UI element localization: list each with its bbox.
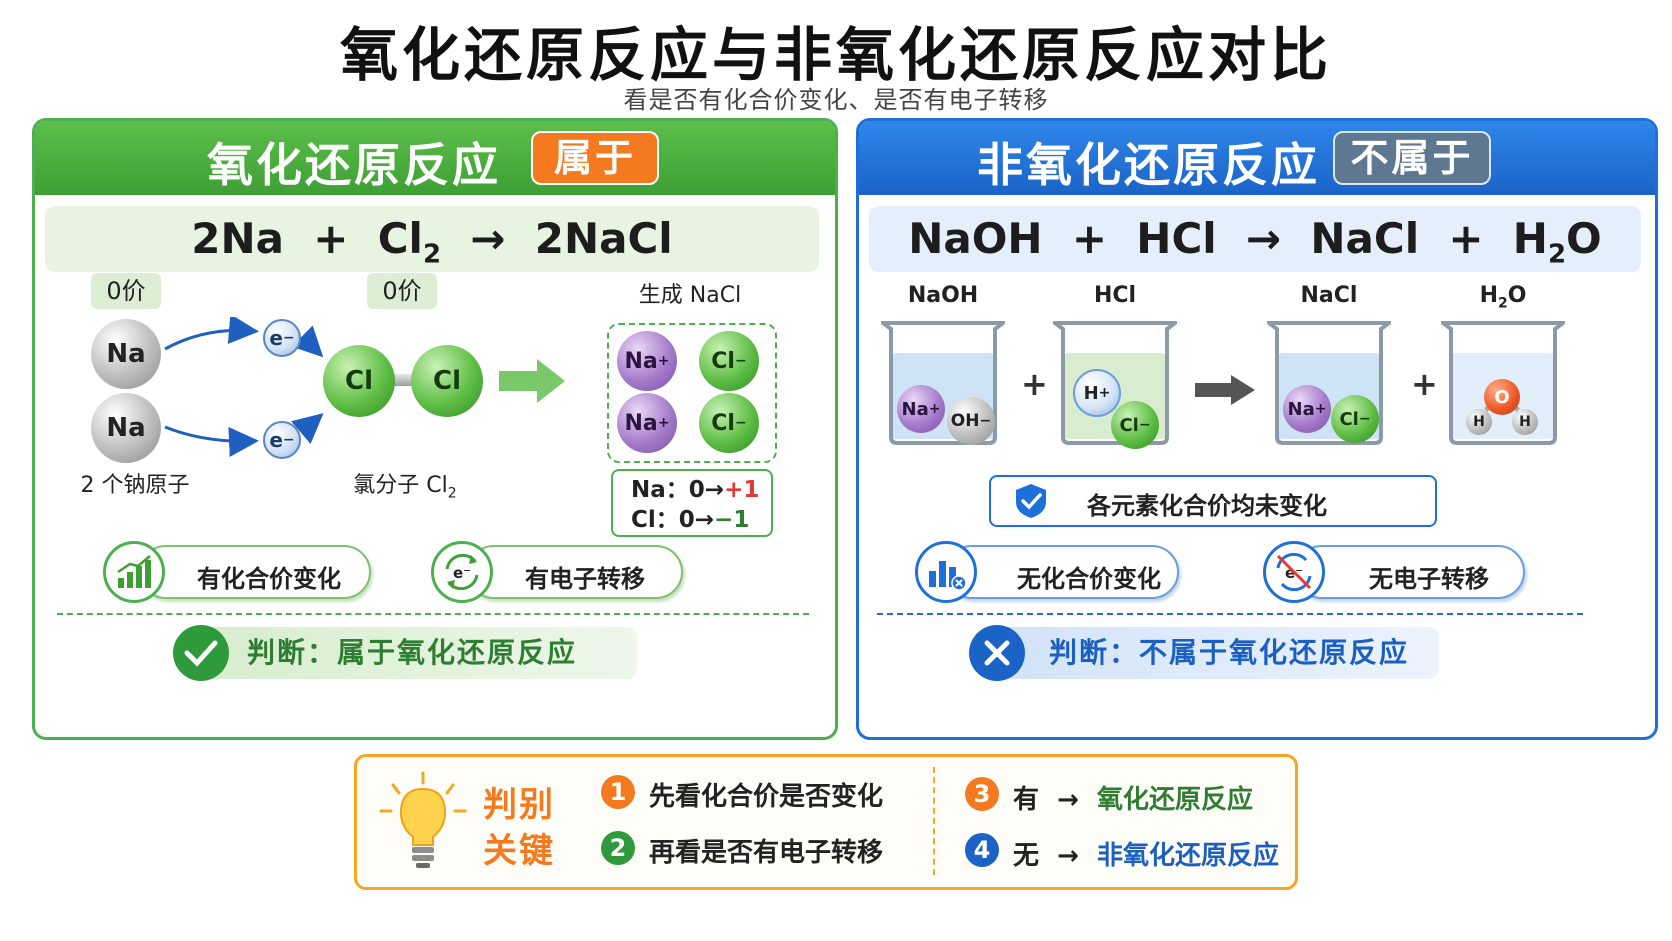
redox-panel-title: 氧化还原反应 xyxy=(207,138,501,192)
non-redox-panel-title: 非氧化还原反应 xyxy=(977,138,1320,192)
check-icon xyxy=(173,625,229,681)
valence-change-text: 有化合价变化 xyxy=(197,565,341,593)
hydrogen-atom-1: H xyxy=(1466,409,1492,435)
non-redox-verdict: 判断：不属于氧化还原反应 xyxy=(999,627,1439,679)
naoh-beaker-label: NaOH xyxy=(907,283,979,308)
step-1-text: 先看化合价是否变化 xyxy=(649,782,884,812)
hydrogen-atom-2: H xyxy=(1512,409,1538,435)
no-electron-transfer-text: 无电子转移 xyxy=(1369,565,1489,593)
step-2-number: 2 xyxy=(601,831,635,865)
reaction-arrow-icon-2 xyxy=(1195,375,1255,405)
page-subtitle: 看是否有化合价变化、是否有电子转移 xyxy=(623,86,1049,114)
water-molecule: O H H xyxy=(1466,379,1538,435)
chlorine-atom-2: Cl xyxy=(411,345,483,417)
nacl-product-box xyxy=(607,323,777,463)
nacl-sodium-ion: Na+ xyxy=(1283,385,1331,433)
chloride-ion-2: Cl− xyxy=(699,393,759,453)
page-title: 氧化还原反应与非氧化还原反应对比 xyxy=(339,21,1332,89)
electron-transfer-pill: 有电子转移 xyxy=(467,545,683,599)
redox-equation: 2Na + Cl2 → 2NaCl xyxy=(45,206,819,272)
key-title-line1: 判别 xyxy=(483,785,555,825)
bar-chart-up-icon xyxy=(103,541,165,603)
key-title-line2: 关键 xyxy=(483,831,555,871)
result-4-cond: 无 → 非氧化还原反应 xyxy=(1013,841,1280,871)
sodium-ion-1: Na+ xyxy=(617,331,677,391)
cross-icon xyxy=(969,625,1025,681)
redox-panel-header xyxy=(35,121,835,195)
hcl-beaker-label: HCl xyxy=(1093,283,1137,308)
non-redox-equation: NaOH + HCl → NaCl + H2O xyxy=(869,206,1641,272)
step-1-number: 1 xyxy=(601,775,635,809)
sodium-ion-2: Na+ xyxy=(617,393,677,453)
shield-check-icon xyxy=(1016,484,1046,518)
no-valence-change-note: 各元素化合价均未变化 xyxy=(989,475,1437,527)
right-divider xyxy=(877,613,1583,615)
non-redox-panel: 非氧化还原反应 不属于 NaOH + HCl → NaCl + H2O NaOH… xyxy=(856,118,1658,740)
plus-sign-2: + xyxy=(1411,365,1438,403)
transfer-arrow-1 xyxy=(164,317,259,351)
no-electron-transfer-pill: 无电子转移 xyxy=(1295,545,1525,599)
water-beaker-label: H2O xyxy=(1479,283,1527,312)
not-belongs-badge: 不属于 xyxy=(1333,131,1491,185)
na-valence-change: Na：0→+1 xyxy=(631,477,760,503)
hydroxide-ion: OH− xyxy=(947,397,995,445)
non-redox-panel-header xyxy=(859,121,1655,195)
na-valence-tag: 0价 xyxy=(91,273,161,309)
result-4-number: 4 xyxy=(965,833,999,867)
plus-sign-1: + xyxy=(1021,365,1048,403)
step-2-text: 再看是否有电子转移 xyxy=(649,838,884,868)
key-divider xyxy=(933,767,935,875)
result-3-number: 3 xyxy=(965,777,999,811)
valence-change-pill: 有化合价变化 xyxy=(139,545,371,599)
transfer-arrow-4 xyxy=(291,413,324,445)
hcl-chloride-ion: Cl− xyxy=(1111,401,1159,449)
naoh-sodium-ion: Na+ xyxy=(897,385,945,433)
no-electron-transfer-icon: e⁻ xyxy=(1263,541,1325,603)
lightbulb-icon xyxy=(379,771,467,868)
transfer-arrow-3 xyxy=(291,325,324,358)
cl-valence-change: Cl：0→−1 xyxy=(631,507,750,533)
no-valence-change-pill: 无化合价变化 xyxy=(945,545,1179,599)
reaction-arrow-icon xyxy=(499,359,565,403)
cl-valence-tag: 0价 xyxy=(367,273,437,309)
valence-change-box: Na：0→+1 Cl：0→−1 xyxy=(611,469,773,537)
chloride-ion-1: Cl− xyxy=(699,331,759,391)
transfer-arrow-2 xyxy=(164,425,259,457)
product-label: 生成 NaCl xyxy=(638,283,742,308)
electron-2: e− xyxy=(263,421,301,459)
redox-panel: 氧化还原反应 属于 2Na + Cl2 → 2NaCl 0价 0价 生成 NaC… xyxy=(32,118,838,740)
svg-text:e⁻: e⁻ xyxy=(453,564,471,582)
sodium-atom-1: Na xyxy=(91,319,161,389)
electron-transfer-arrows-svg xyxy=(164,317,324,457)
electron-transfer-text: 有电子转移 xyxy=(525,565,645,593)
sodium-atom-2: Na xyxy=(91,393,161,463)
belongs-badge: 属于 xyxy=(531,131,659,185)
no-valence-change-text: 无化合价变化 xyxy=(1017,565,1161,593)
note-text: 各元素化合价均未变化 xyxy=(1087,492,1327,520)
redox-verdict: 判断：属于氧化还原反应 xyxy=(185,627,637,679)
oxygen-atom: O xyxy=(1484,379,1520,415)
hydrogen-ion: H+ xyxy=(1073,369,1121,417)
chlorine-caption: 氯分子 Cl2 xyxy=(353,473,457,502)
electron-cycle-icon: e⁻ xyxy=(431,541,493,603)
chlorine-atom-1: Cl xyxy=(323,345,395,417)
sodium-caption: 2 个钠原子 xyxy=(80,473,190,498)
bar-chart-cross-icon xyxy=(915,541,977,603)
result-3-cond: 有 → 氧化还原反应 xyxy=(1013,785,1254,815)
nacl-chloride-ion: Cl− xyxy=(1331,395,1379,443)
nacl-beaker-label: NaCl xyxy=(1300,283,1358,308)
key-criteria-box: 判别 关键 1 先看化合价是否变化 2 再看是否有电子转移 3 有 → 氧化还原… xyxy=(354,754,1298,890)
electron-1: e− xyxy=(263,319,301,357)
left-divider xyxy=(57,613,809,615)
